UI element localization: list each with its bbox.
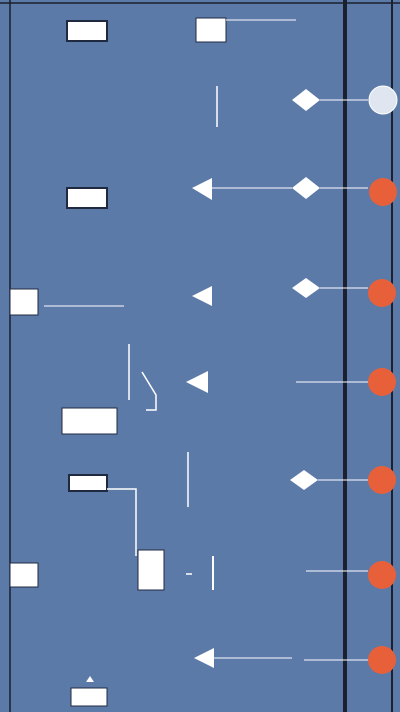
row2-triangle-icon — [192, 178, 212, 200]
row2-signature-icon[interactable] — [369, 178, 397, 206]
row7-triangle-icon — [194, 648, 214, 668]
row4-signature-icon[interactable] — [368, 368, 396, 396]
top-center-box[interactable] — [195, 17, 227, 43]
row4-note-box[interactable] — [61, 407, 118, 435]
row5-connector — [107, 488, 137, 556]
row5-diamond-icon[interactable] — [290, 470, 318, 490]
row1-diamond-icon[interactable] — [292, 89, 320, 111]
row4-triangle-icon — [186, 371, 208, 393]
row3-triangle-icon — [192, 286, 212, 306]
row5-signature-icon[interactable] — [368, 466, 396, 494]
row6-signature-icon[interactable] — [368, 561, 396, 589]
row2-left-box[interactable] — [66, 187, 108, 209]
row7-bottom-box[interactable] — [70, 687, 108, 707]
row6-table-box[interactable] — [137, 549, 165, 591]
top-left-box[interactable] — [66, 20, 108, 42]
row3-signature-icon[interactable] — [368, 279, 396, 307]
row3-diamond-icon[interactable] — [292, 278, 320, 298]
row4-bracket — [141, 371, 157, 411]
row2-diamond-icon[interactable] — [292, 177, 320, 199]
row6-left-box[interactable] — [9, 562, 39, 588]
row5-left-box[interactable] — [68, 474, 108, 492]
row1-globe-icon[interactable] — [368, 85, 398, 115]
row7-small-arrow — [86, 676, 94, 682]
row7-signature-icon[interactable] — [368, 646, 396, 674]
row3-left-box[interactable] — [9, 288, 39, 316]
